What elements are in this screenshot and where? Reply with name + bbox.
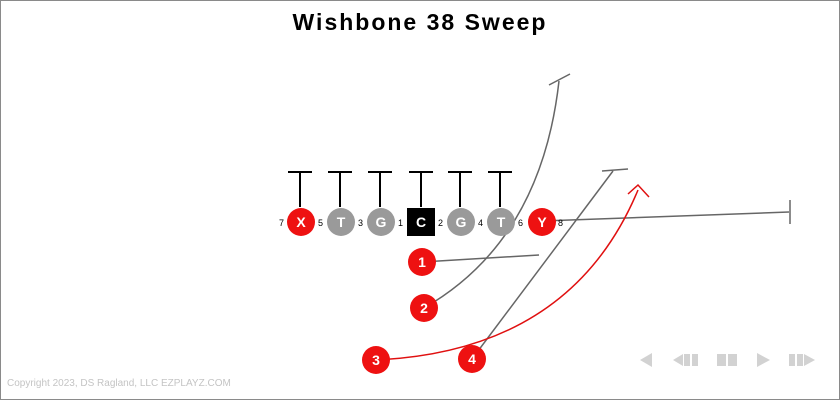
back-label: 1 — [418, 254, 426, 270]
block-mark-lg — [368, 171, 392, 207]
player-label: G — [456, 214, 467, 230]
player-right-tackle[interactable]: T — [487, 208, 515, 236]
route-b4-end — [601, 168, 629, 172]
player-label: T — [497, 214, 506, 230]
player-label: X — [296, 214, 306, 230]
gap-number: 5 — [318, 218, 323, 228]
player-left-tackle[interactable]: T — [327, 208, 355, 236]
player-left-guard[interactable]: G — [367, 208, 395, 236]
gap-number: 8 — [558, 218, 563, 228]
route-b4 — [471, 170, 614, 360]
pause-icon[interactable] — [715, 351, 739, 369]
step-back-icon[interactable] — [671, 351, 701, 369]
player-label: T — [337, 214, 346, 230]
back-label: 2 — [420, 300, 428, 316]
gap-number: 7 — [279, 218, 284, 228]
back-3[interactable]: 3 — [362, 346, 390, 374]
step-forward-icon[interactable] — [787, 351, 817, 369]
player-right-guard[interactable]: G — [447, 208, 475, 236]
gap-number: 6 — [518, 218, 523, 228]
rewind-icon[interactable] — [637, 351, 657, 369]
block-mark-c — [409, 171, 433, 207]
gap-number: 2 — [438, 218, 443, 228]
back-4[interactable]: 4 — [458, 345, 486, 373]
player-x[interactable]: X — [287, 208, 315, 236]
route-b2 — [423, 80, 560, 309]
block-marks — [288, 171, 512, 207]
back-label: 4 — [468, 351, 476, 367]
block-mark-lt — [328, 171, 352, 207]
route-b3-arrowhead — [627, 183, 650, 198]
gap-number: 3 — [358, 218, 363, 228]
copyright-notice: Copyright 2023, DS Ragland, LLC EZPLAYZ.… — [7, 378, 231, 389]
route-b2-end — [548, 73, 571, 86]
routes — [375, 73, 791, 361]
route-b1 — [421, 254, 540, 263]
block-mark-rt — [488, 171, 512, 207]
play-title: Wishbone 38 Sweep — [292, 9, 548, 35]
player-center[interactable]: C — [407, 208, 435, 236]
route-y — [541, 211, 790, 222]
route-b3 — [375, 189, 639, 361]
playback-controls — [637, 351, 817, 369]
block-mark-rg — [448, 171, 472, 207]
player-label: G — [376, 214, 387, 230]
gap-numbers: 7 5 3 1 2 4 6 8 — [279, 218, 563, 228]
player-label: Y — [537, 214, 547, 230]
block-mark-x — [288, 171, 312, 207]
play-icon[interactable] — [753, 351, 773, 369]
offensive-line: X T G C G T Y — [287, 208, 556, 236]
back-2[interactable]: 2 — [410, 294, 438, 322]
gap-number: 1 — [398, 218, 403, 228]
player-label: C — [416, 214, 426, 230]
gap-number: 4 — [478, 218, 483, 228]
back-label: 3 — [372, 352, 380, 368]
back-1[interactable]: 1 — [408, 248, 436, 276]
player-y[interactable]: Y — [528, 208, 556, 236]
backfield: 1 2 3 4 — [362, 248, 486, 374]
